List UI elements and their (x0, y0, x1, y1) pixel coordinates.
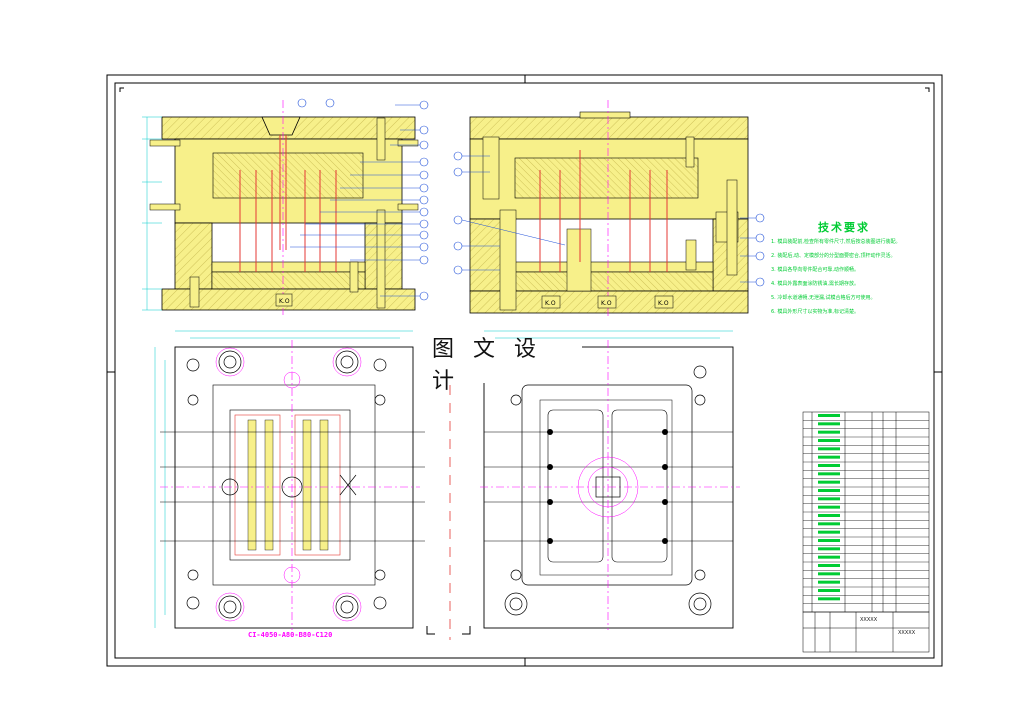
parts-list-cell-mark (818, 430, 840, 434)
tech-requirement-line: 2. 装配后,动、定模部分的分型面要密合,顶杆动作灵活。 (771, 253, 896, 259)
view-marks (426, 626, 471, 635)
parts-list-cell-mark (818, 580, 840, 584)
parts-list-cell-mark (818, 572, 840, 576)
section-view-side: K.O K.O K.O (453, 100, 765, 318)
parts-list-cell-mark (818, 547, 840, 551)
parts-list-cell-mark (818, 422, 840, 426)
title-block-drawing-no: XXXXX (898, 630, 916, 636)
tech-requirements-title: 技术要求 (818, 221, 870, 234)
ko-label: K.O (279, 298, 290, 305)
parts-list-cell-mark (818, 497, 840, 501)
parts-list-cell-mark (818, 480, 840, 484)
parts-list-cell-mark (818, 439, 840, 442)
parts-list-cell-mark (818, 589, 840, 592)
parts-list-cell-mark (818, 597, 840, 601)
title-block (802, 611, 930, 653)
parts-list-cell-mark (818, 455, 840, 459)
ko-label: K.O (545, 300, 556, 307)
parts-list-cell-mark (818, 489, 840, 492)
plan-view-moving-half (480, 330, 740, 630)
tech-requirement-line: 5. 冷却水道通畅,无泄漏,试模合格后方可使用。 (771, 295, 876, 301)
ko-label: K.O (658, 300, 669, 307)
parts-list-cell-mark (818, 447, 840, 451)
sheet-border (106, 74, 943, 667)
ko-label: K.O (601, 300, 612, 307)
parts-list-cell-mark (818, 505, 840, 509)
parts-list-cell-mark (818, 514, 840, 517)
title-block-name: XXXXX (860, 617, 878, 623)
section-view-front: K.O (142, 98, 429, 315)
parts-list-cell-mark (818, 464, 840, 467)
tech-requirement-line: 1. 模具装配前,检查所有零件尺寸,然后按总装图进行装配。 (771, 239, 901, 245)
parts-list-rows (803, 414, 929, 604)
tech-requirement-line: 3. 模具各导向零件配合可靠,动作顺畅。 (771, 267, 859, 273)
watermark: 图 文 设 计 (432, 337, 582, 394)
parts-list-cell-mark (818, 539, 840, 542)
parts-list-cell-mark (818, 522, 840, 526)
parts-list-cell-mark (818, 530, 840, 534)
mold-base-code: CI-4050-A80-B80-C120 (248, 631, 333, 639)
tech-requirement-line: 4. 模具外露表面涂防锈油,需长期存放。 (771, 281, 859, 287)
parts-list-cell-mark (818, 555, 840, 559)
plan-view-fixed-half (154, 330, 425, 630)
parts-list-cell-mark (818, 472, 840, 476)
parts-list-cell-mark (818, 414, 840, 417)
parts-list-cell-mark (818, 564, 840, 567)
tech-requirement-line: 6. 模具外形尺寸以实物为准,标记清楚。 (771, 309, 859, 315)
